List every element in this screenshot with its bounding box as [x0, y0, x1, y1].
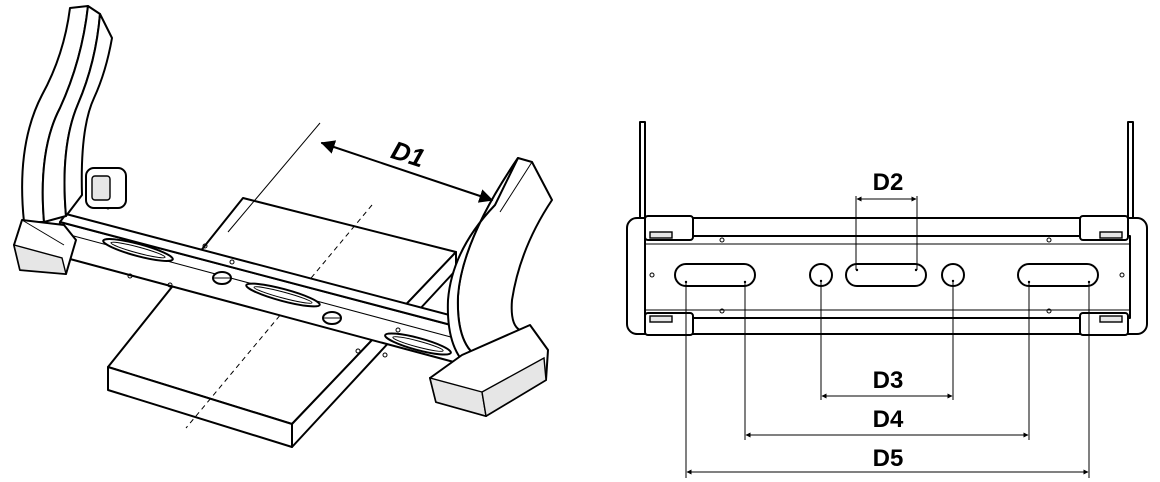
top-view-slots — [649, 237, 1125, 314]
dimension-d5: D5 — [685, 282, 1090, 478]
label-d3: D3 — [873, 367, 904, 394]
right-foot — [429, 324, 549, 418]
top-view-corner-brackets — [644, 215, 1129, 336]
label-d4: D4 — [873, 406, 904, 433]
dimension-d2: D2 — [855, 169, 918, 270]
isometric-view: D1 — [13, 5, 553, 448]
dimension-d4: D4 — [744, 282, 1030, 440]
center-line — [185, 204, 373, 429]
label-d2: D2 — [873, 169, 904, 196]
left-arm — [21, 5, 127, 223]
dimension-d3: D3 — [820, 282, 954, 400]
label-d5: D5 — [873, 445, 904, 472]
left-foot — [13, 219, 77, 275]
top-view: D2 D3 D4 D5 — [626, 121, 1148, 478]
